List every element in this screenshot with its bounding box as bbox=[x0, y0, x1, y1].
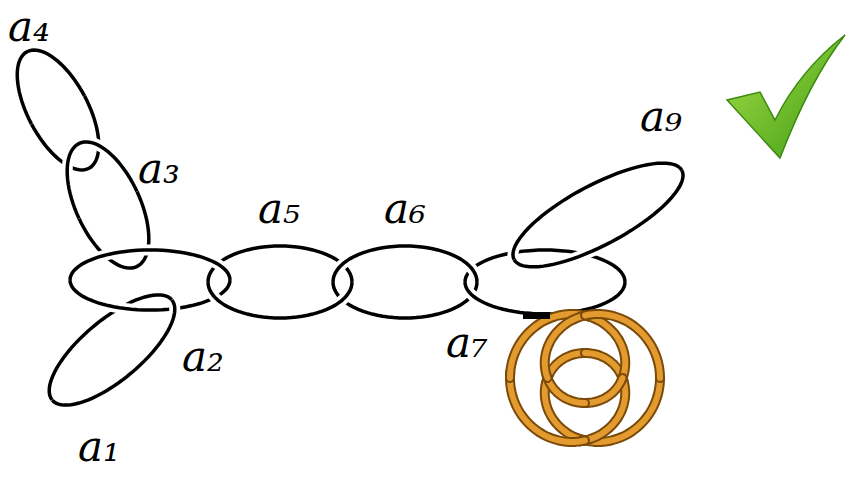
loop-halo bbox=[208, 282, 352, 318]
loop-label: a₆ bbox=[384, 188, 426, 230]
knot-edge bbox=[585, 316, 625, 381]
loop-label: a₃ bbox=[138, 148, 180, 190]
loop-label: a₄ bbox=[8, 6, 50, 48]
minus-sign bbox=[523, 312, 550, 319]
loop-strand bbox=[513, 163, 682, 259]
knot-strand bbox=[580, 378, 625, 441]
loop-halo bbox=[513, 163, 682, 259]
knot-strand bbox=[580, 378, 660, 442]
linked-loops bbox=[17, 50, 683, 405]
loop-label: a₇ bbox=[446, 322, 488, 364]
loop-strand bbox=[52, 300, 175, 405]
loop-label: a₁ bbox=[78, 426, 120, 468]
loop-label: a₅ bbox=[258, 188, 300, 230]
knot-edge bbox=[583, 378, 622, 403]
check-mark bbox=[727, 35, 845, 158]
loop-halo bbox=[70, 250, 230, 280]
loop-halo bbox=[67, 142, 137, 219]
knot-edge bbox=[510, 314, 590, 378]
knot-strand bbox=[510, 314, 590, 378]
loop-halo bbox=[17, 50, 84, 124]
knot-strand bbox=[585, 314, 660, 378]
loop-halo bbox=[333, 246, 477, 282]
knot-edge bbox=[580, 378, 660, 442]
loop-strand bbox=[70, 250, 230, 280]
loop-strand bbox=[333, 246, 477, 282]
knot-edge bbox=[580, 378, 625, 441]
knot-strand bbox=[545, 375, 585, 440]
knot-edge bbox=[545, 375, 585, 440]
figure-eight-knot bbox=[510, 314, 660, 442]
loop-strand bbox=[67, 142, 137, 219]
loop-label: a₂ bbox=[182, 336, 224, 378]
loop-strand bbox=[208, 282, 352, 318]
knot-strand bbox=[585, 316, 625, 381]
knot-edge bbox=[585, 314, 660, 378]
loop-strand bbox=[17, 50, 84, 124]
knot-strand bbox=[583, 378, 622, 403]
knot-strand bbox=[545, 315, 590, 378]
loop-halo bbox=[52, 300, 175, 405]
loop-label: a₉ bbox=[640, 96, 682, 138]
knot-edge bbox=[548, 353, 587, 378]
knot-strand bbox=[548, 353, 587, 378]
knot-edge bbox=[545, 315, 590, 378]
